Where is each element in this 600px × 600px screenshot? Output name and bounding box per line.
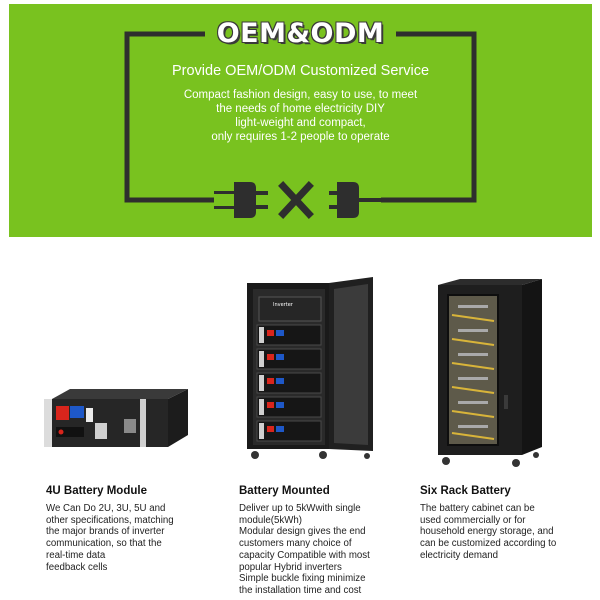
banner-frame [124,31,477,203]
description-line: other specifications, matching [46,514,174,526]
4u-battery-module-image [44,389,188,447]
description-line: Modular design gives the end [239,526,366,538]
description-line: the major brands of inverter [46,526,165,538]
description-line: capacity Compatible with most [239,549,370,561]
description-line: used commercially or for [420,514,526,526]
description-line: We Can Do 2U, 3U, 5U and [46,503,166,514]
product-description-six-rack-battery: The battery cabinet can be used commerci… [420,503,556,562]
description-line: communication, so that the [46,538,162,550]
banner-description-line: only requires 1-2 people to operate [211,131,390,143]
product-description-battery-mounted: Deliver up to 5kWwith single module(5kWh… [239,503,370,597]
description-line: popular Hybrid inverters [239,561,342,573]
description-line: customers many choice of [239,538,352,550]
battery-mounted-cabinet-image: Inverter [247,277,373,459]
description-line: the installation time and cost [239,584,362,596]
six-rack-battery-image [438,279,542,467]
product-title-six-rack-battery: Six Rack Battery [420,485,511,497]
product-title-battery-mounted: Battery Mounted [239,485,330,497]
product-title-4u-battery-module: 4U Battery Module [46,485,147,497]
banner-description-line: the needs of home electricity DIY [216,103,385,115]
description-line: can be customized according to [420,538,557,550]
oem-odm-banner: OEM&ODM Provide OEM/ODM Customized Servi… [9,4,592,237]
description-line: household energy storage, and [420,526,554,538]
description-line: module(5kWh) [239,514,302,526]
description-line: feedback cells [46,561,108,573]
plug-disconnect-icon [214,181,384,219]
banner-subtitle: Provide OEM/ODM Customized Service [171,63,430,79]
description-line: electricity demand [420,549,499,561]
banner-description-line: Compact fashion design, easy to use, to … [183,89,418,101]
description-line: real-time data [46,549,106,561]
product-description-4u-battery-module: We Can Do 2U, 3U, 5U and other specifica… [46,503,174,573]
banner-description-line: light-weight and compact, [235,117,366,129]
inverter-label: Inverter [273,302,294,308]
banner-title: OEM&ODM [216,18,385,49]
description-line: Simple buckle fixing minimize [239,573,366,585]
description-line: Deliver up to 5kWwith single [239,503,361,514]
banner-description: Compact fashion design, easy to use, to … [9,88,592,144]
description-line: The battery cabinet can be [420,503,535,514]
